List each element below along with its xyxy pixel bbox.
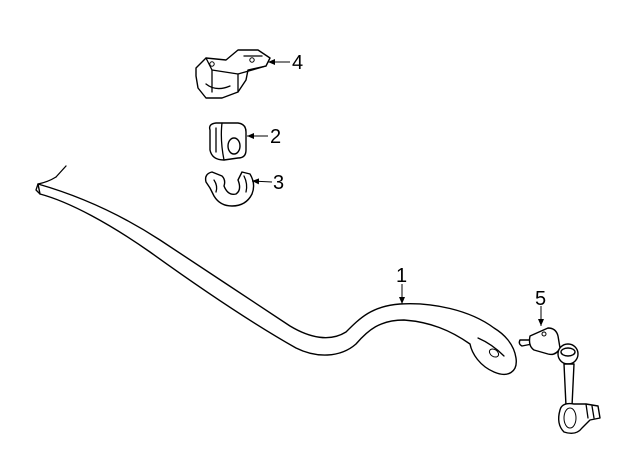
part-3-clamp[interactable] [204, 171, 255, 207]
callout-1: 1 [396, 265, 407, 287]
part-1-stabilizer-bar[interactable] [35, 165, 517, 376]
leader-3 [251, 178, 273, 185]
callout-5: 5 [535, 288, 546, 310]
part-4-bracket[interactable] [195, 49, 271, 99]
leaders [247, 59, 544, 326]
part-2-bushing[interactable] [208, 122, 247, 161]
callout-4: 4 [292, 52, 303, 74]
callout-3: 3 [273, 172, 284, 194]
part-5-stabilizer-link[interactable] [518, 327, 601, 435]
callout-2: 2 [270, 126, 281, 148]
